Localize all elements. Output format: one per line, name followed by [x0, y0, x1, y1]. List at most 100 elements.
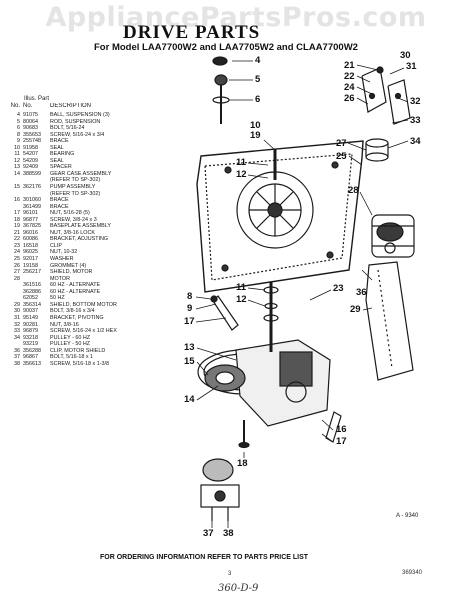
callout-16: 16	[336, 424, 347, 435]
parts-row-description: 60 HZ - ALTERNATE	[50, 282, 101, 289]
parts-row-number: 96867	[23, 354, 38, 361]
brace-left	[210, 295, 239, 331]
parts-row-description: NUT, 10-32	[50, 249, 78, 256]
callout-38: 38	[223, 528, 234, 539]
parts-row-number: 95149	[23, 314, 38, 321]
parts-row-description: BRACE	[50, 197, 69, 204]
callout-5: 5	[255, 74, 261, 85]
parts-row: (REFER TO SP-302)	[6, 191, 156, 198]
callout-21: 21	[344, 60, 355, 71]
parts-row-number: 93219	[23, 341, 38, 348]
header-no-2: No.	[23, 103, 33, 109]
parts-row-description: BOLT, 3/8-16 x 3/4	[50, 308, 95, 315]
callout-8: 8	[187, 291, 193, 302]
parts-row-number: 92409	[23, 164, 38, 171]
ordering-footer: FOR ORDERING INFORMATION REFER TO PARTS …	[100, 554, 309, 561]
callout-28: 28	[348, 185, 359, 196]
parts-row-description: SHIELD, BOTTOM MOTOR	[50, 301, 117, 308]
callout-29: 29	[350, 304, 361, 315]
header-part: Part	[38, 96, 50, 102]
shaft-and-seals	[263, 282, 279, 335]
parts-row-description: SCREW, 5/16-24 x 1/2 HEX	[50, 328, 117, 335]
callout-18: 18	[237, 458, 248, 469]
parts-list-header: Illus. Part No. No. DESCRIPTION	[6, 96, 156, 110]
header-illus: Illus.	[24, 96, 37, 102]
suspension-rod	[212, 56, 230, 124]
parts-row-description: WASHER	[50, 256, 74, 263]
parts-row-number: 92017	[23, 256, 38, 263]
parts-row-number: 388599	[23, 170, 41, 177]
callout-10: 10	[250, 120, 261, 131]
parts-row-description: SPACER	[50, 164, 72, 171]
parts-row-number: 361499	[23, 203, 41, 210]
parts-row-number: 256217	[23, 269, 41, 276]
parts-row-description: BEARING	[50, 151, 75, 158]
parts-row-illus: 14	[14, 170, 20, 177]
parts-row-illus: 32	[14, 321, 20, 328]
parts-row-number: 16518	[23, 242, 38, 249]
header-description: DESCRIPTION	[50, 103, 92, 109]
parts-row-number: 356288	[23, 347, 41, 354]
parts-row-number: 80064	[23, 118, 38, 125]
gear-case-bolt	[238, 420, 250, 449]
callout-33: 33	[410, 115, 421, 126]
parts-row-description: SEAL	[50, 157, 64, 164]
callout-12-lower: 12	[236, 294, 247, 305]
parts-row-illus: 9	[17, 138, 20, 145]
parts-row-number: 356314	[23, 301, 41, 308]
parts-row-description: SEAL	[50, 144, 64, 151]
parts-row-description: NUT, 3/8-16 LOCK	[50, 229, 95, 236]
parts-row: (REFER TO SP-302)	[6, 177, 156, 184]
parts-row-description: BRACE	[50, 203, 69, 210]
callout-23: 23	[333, 283, 344, 294]
parts-row-illus: 30	[14, 308, 20, 315]
parts-row-illus: 15	[14, 184, 20, 191]
parts-row: 361499 BRACE	[6, 204, 156, 211]
parts-row-illus: 8	[17, 131, 20, 138]
callout-9: 9	[187, 303, 193, 314]
handwritten-note: 360-D-9	[218, 583, 259, 594]
callout-34: 34	[410, 136, 421, 147]
parts-row-number: 367825	[23, 223, 41, 230]
callout-22: 22	[344, 71, 355, 82]
parts-row-description: CLIP, MOTOR SHIELD	[50, 347, 106, 354]
callout-12-upper: 12	[236, 169, 247, 180]
parts-row-number: 96879	[23, 328, 38, 335]
callout-17-upper: 17	[184, 316, 195, 327]
parts-row-illus: 16	[14, 197, 20, 204]
parts-row-description: BASEPLATE ASSEMBLY	[50, 223, 111, 230]
parts-row-description: BRACE	[50, 138, 69, 145]
parts-row-illus: 13	[14, 164, 20, 171]
parts-row-number: 91958	[23, 144, 38, 151]
parts-row-description: SCREW, 5/16-18 x 1-3/8	[50, 360, 110, 367]
parts-row-illus: 25	[14, 256, 20, 263]
parts-row-illus: 24	[14, 249, 20, 256]
parts-row-number: 91075	[23, 112, 38, 118]
parts-row-illus: 28	[14, 275, 20, 282]
motor-bracket	[361, 66, 411, 125]
parts-row-number: 356613	[23, 360, 41, 367]
parts-row-description: BRACKET, ADJUSTING	[50, 236, 109, 243]
parts-row-illus: 21	[14, 229, 20, 236]
parts-row-illus: 18	[14, 216, 20, 223]
